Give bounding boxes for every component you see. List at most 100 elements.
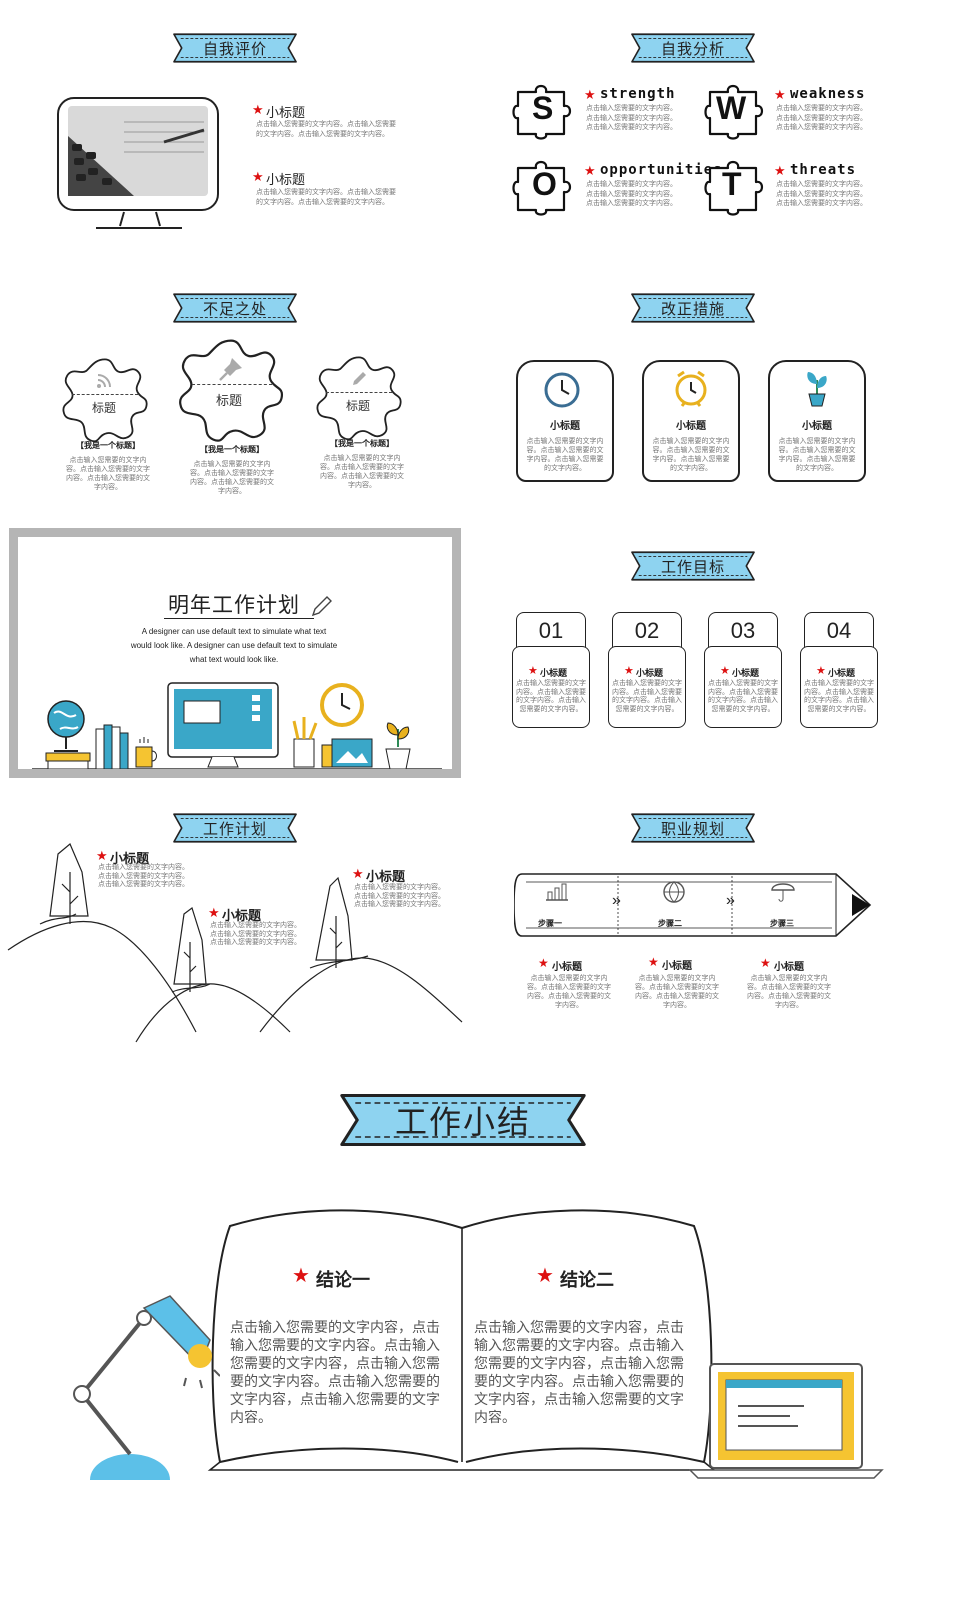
swot-letter: W <box>716 90 747 126</box>
clock-icon <box>320 683 364 727</box>
gear-badge <box>176 334 286 444</box>
goal-number: 01 <box>538 618 564 643</box>
rss-icon <box>97 374 111 388</box>
photo-frame-icon <box>321 738 373 768</box>
slide-corrective-measures: 改正措施 小标题 点击输入您需要的文字内容。点击输入您需要的文字内容。点击输入您… <box>480 272 960 512</box>
conclusion-title: 结论二 <box>560 1270 614 1290</box>
goal-title: 小标题 <box>540 668 568 678</box>
red-star-icon: ★ <box>624 665 634 677</box>
plan-title: 明年工作计划 <box>168 594 300 617</box>
slide-title: 自我分析 <box>660 40 725 58</box>
card-title: 小标题 <box>676 421 706 432</box>
goal-card <box>512 646 590 728</box>
item-title: 小标题 <box>366 869 406 884</box>
red-star-icon: ★ <box>816 665 826 677</box>
pencil-icon <box>311 596 332 617</box>
desk-lamp-icon <box>73 1295 220 1480</box>
slide-title: 改正措施 <box>660 300 725 318</box>
title-ribbon: 工作目标 <box>630 548 756 584</box>
slide-title: 不足之处 <box>202 300 267 318</box>
laptop-icon <box>688 1363 884 1479</box>
goal-title: 小标题 <box>636 668 664 678</box>
item-title: 小标题 <box>222 908 262 923</box>
swot-letter: T <box>722 166 742 202</box>
item-body: 点击输入您需要的文字内容。点击输入您需要的文字内容。点击输入您需要的文字内容。 <box>320 455 404 489</box>
computer-monitor <box>167 682 279 768</box>
red-star-icon: ★ <box>352 866 364 881</box>
red-star-icon: ★ <box>584 163 596 178</box>
goal-body: 点击输入您需要的文字内容。点击输入您需要的文字内容。点击输入您需要的文字内容。 <box>516 680 586 713</box>
slide-work-goals: 工作目标 01 ★ 小标题 点击输入您需要的文字内容。点击输入您需要的文字内容。… <box>480 528 960 778</box>
goal-title: 小标题 <box>828 668 856 678</box>
item-title: 【我是一个标题】 <box>330 439 394 448</box>
slide-title: 职业规划 <box>660 820 725 838</box>
title-ribbon: 工作计划 <box>172 810 298 846</box>
slide-work-plan: 工作计划 ★ 小标题 点击输入您需要的文字内容。点击输入您需要的文字内容。点击输… <box>0 792 470 1048</box>
mug-icon <box>135 737 157 768</box>
swot-body: 点击输入您需要的文字内容。点击输入您需要的文字内容。点击输入您需要的文字内容。 <box>586 181 677 207</box>
step-label: 步骤二 <box>658 919 682 928</box>
item-title: 小标题 <box>266 172 306 187</box>
red-star-icon: ★ <box>528 665 538 677</box>
slide-shortcomings: 不足之处 标题 【我是一个标题】 点击输入您需要的文字内容。点击输入您需要的文字… <box>0 272 470 512</box>
gear-divider <box>192 384 272 385</box>
title-underline <box>164 618 314 619</box>
title-ribbon: 改正措施 <box>630 290 756 326</box>
slide-self-evaluation: 自我评价 ★ 小标题 点击输入您需要的文字内容。点击输入您需要的文字内容。点击输… <box>0 0 470 258</box>
title-ribbon: 职业规划 <box>630 810 756 846</box>
card-body: 点击输入您需要的文字内容。点击输入您需要的文字内容。点击输入您需要的文字内容。 <box>652 438 730 472</box>
alarm-clock-icon <box>675 370 707 407</box>
goal-title: 小标题 <box>732 668 760 678</box>
hills-trees-illustration <box>7 843 463 1043</box>
goal-body: 点击输入您需要的文字内容。点击输入您需要的文字内容。点击输入您需要的文字内容。 <box>708 680 778 713</box>
gear-label: 标题 <box>92 401 117 415</box>
goal-number: 02 <box>634 618 660 643</box>
open-book-illustration <box>207 1209 717 1471</box>
title-ribbon: 自我评价 <box>172 30 298 66</box>
step-label: 步骤一 <box>538 919 562 928</box>
swot-heading: opportunities <box>600 162 723 178</box>
description-line: would look like. A designer can use defa… <box>130 641 338 650</box>
item-body: 点击输入您需要的文字内容。点击输入您需要的文字内容。点击输入您需要的文字内容。 <box>527 975 611 1009</box>
plant-icon <box>807 372 827 407</box>
red-star-icon: ★ <box>96 848 108 863</box>
red-star-icon: ★ <box>720 665 730 677</box>
item-title: 小标题 <box>774 962 804 973</box>
swot-letter: O <box>532 166 557 202</box>
item-body: 点击输入您需要的文字内容。点击输入您需要的文字内容。点击输入您需要的文字内容。 <box>635 975 719 1009</box>
red-star-icon: ★ <box>252 102 264 117</box>
title-ribbon: 自我分析 <box>630 30 756 66</box>
item-title: 小标题 <box>552 962 582 973</box>
slide-title: 工作目标 <box>660 558 725 576</box>
slide-work-summary: 工作小结 ★ 结论一 点击输入您需要的文字内容，点击输入您需要的文字内容。点击输… <box>0 1064 960 1620</box>
gear-divider <box>72 394 138 395</box>
item-title: 小标题 <box>662 961 692 972</box>
red-star-icon: ★ <box>292 1265 310 1287</box>
red-star-icon: ★ <box>774 163 786 178</box>
slide-title: 工作计划 <box>202 820 267 838</box>
books-icon <box>95 724 129 769</box>
swot-heading: strength <box>600 86 676 102</box>
red-star-icon: ★ <box>760 956 771 970</box>
red-star-icon: ★ <box>648 955 659 969</box>
conclusion-title: 结论一 <box>316 1270 370 1290</box>
item-body: 点击输入您需要的文字内容。点击输入您需要的文字内容。点击输入您需要的文字内容。 <box>98 864 189 888</box>
step-label: 步骤三 <box>770 919 794 928</box>
description-line: A designer can use default text to simul… <box>141 627 327 636</box>
gear-label: 标题 <box>346 399 371 413</box>
swot-body: 点击输入您需要的文字内容。点击输入您需要的文字内容。点击输入您需要的文字内容。 <box>586 105 677 131</box>
globe-icon <box>663 881 685 903</box>
goal-card <box>608 646 686 728</box>
item-title: 小标题 <box>110 851 150 866</box>
measure-card <box>768 360 866 482</box>
red-star-icon: ★ <box>536 1265 554 1287</box>
goal-body: 点击输入您需要的文字内容。点击输入您需要的文字内容。点击输入您需要的文字内容。 <box>612 680 682 713</box>
title-ribbon: 不足之处 <box>172 290 298 326</box>
item-body: 点击输入您需要的文字内容。点击输入您需要的文字内容。点击输入您需要的文字内容。 <box>747 975 831 1009</box>
item-body: 点击输入您需要的文字内容。点击输入您需要的文字内容。点击输入您需要的文字内容。 <box>256 189 396 206</box>
red-star-icon: ★ <box>208 905 220 920</box>
pencil-holder-icon <box>292 717 318 768</box>
slide-title: 工作小结 <box>394 1104 531 1140</box>
item-body: 点击输入您需要的文字内容。点击输入您需要的文字内容。点击输入您需要的文字内容。 <box>210 922 301 946</box>
item-title: 小标题 <box>266 105 306 120</box>
